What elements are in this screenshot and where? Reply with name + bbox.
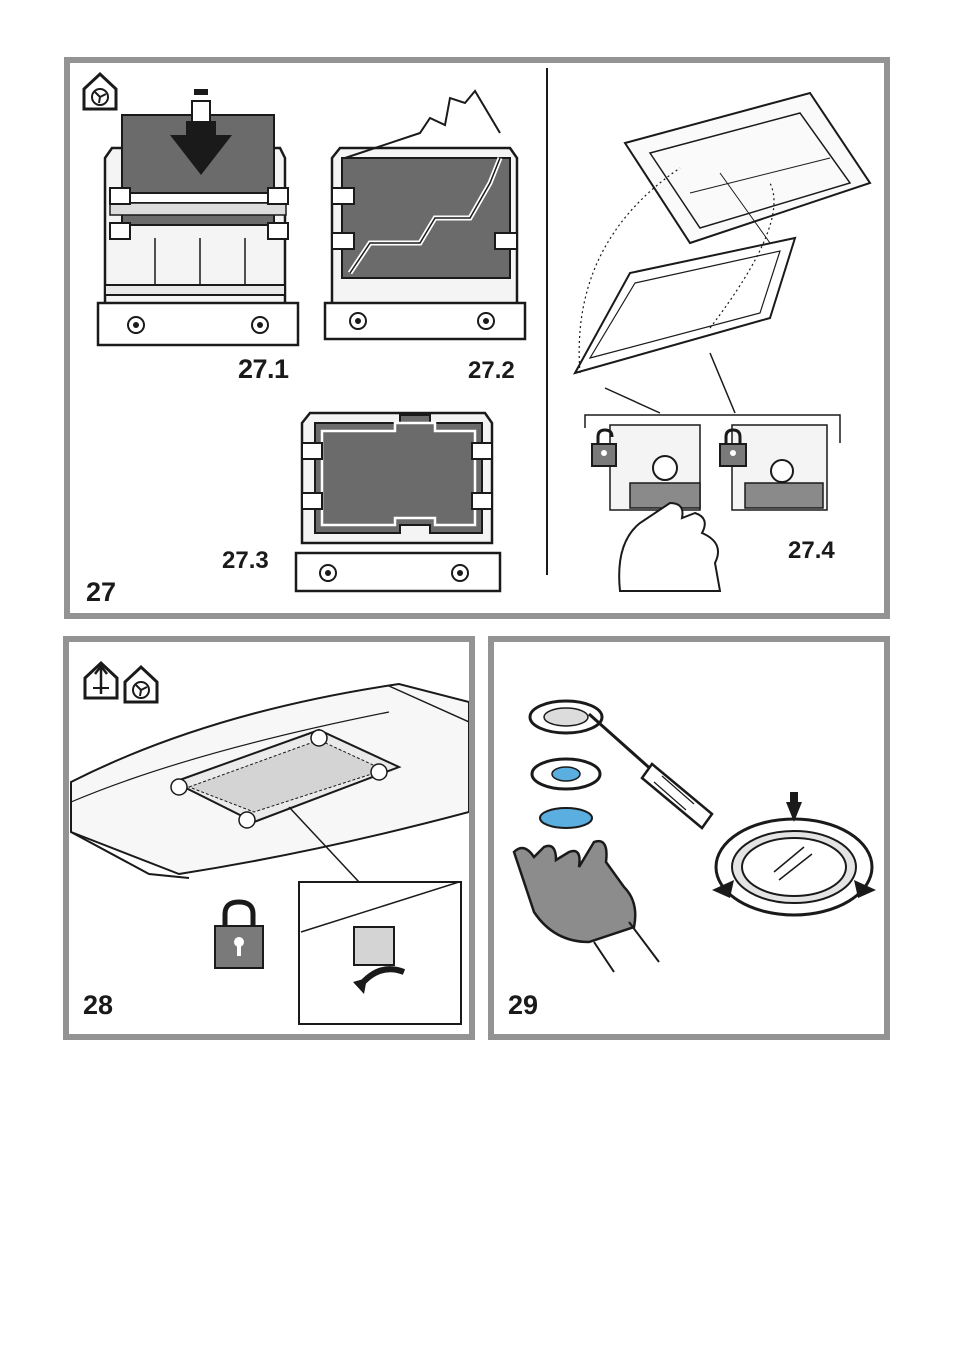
house-fan-extraction-icon bbox=[85, 663, 117, 698]
step-27-1-label: 27.1 bbox=[238, 354, 289, 384]
step-27-2-label: 27.2 bbox=[468, 357, 515, 384]
figure-29-panel: 29 bbox=[488, 636, 890, 1040]
padlock-closed-icon bbox=[215, 902, 263, 968]
step-27-2-drawing bbox=[325, 91, 525, 339]
figure-27-number: 27 bbox=[86, 577, 116, 607]
house-fan-recirculation-icon bbox=[84, 74, 116, 109]
step-27-3-drawing bbox=[296, 413, 500, 591]
step-27-3-label: 27.3 bbox=[222, 547, 269, 574]
glove-illustration bbox=[514, 841, 635, 942]
figure-27-panel: 27.1 27.2 bbox=[64, 57, 890, 619]
step-27-4-label: 27.4 bbox=[788, 537, 835, 564]
figure-29-number: 29 bbox=[508, 990, 538, 1020]
step-27-1-drawing bbox=[98, 89, 298, 345]
figure-28-number: 28 bbox=[83, 990, 113, 1020]
figure-28-illustration: 28 bbox=[69, 642, 469, 1034]
house-fan-recirculation-icon bbox=[125, 667, 157, 702]
figure-27-illustration: 27.1 27.2 bbox=[70, 63, 884, 613]
figure-29-illustration: 29 bbox=[494, 642, 884, 1034]
figure-28-panel: 28 bbox=[63, 636, 475, 1040]
step-27-4-drawing bbox=[575, 93, 870, 591]
padlock-open-icon bbox=[592, 430, 616, 466]
